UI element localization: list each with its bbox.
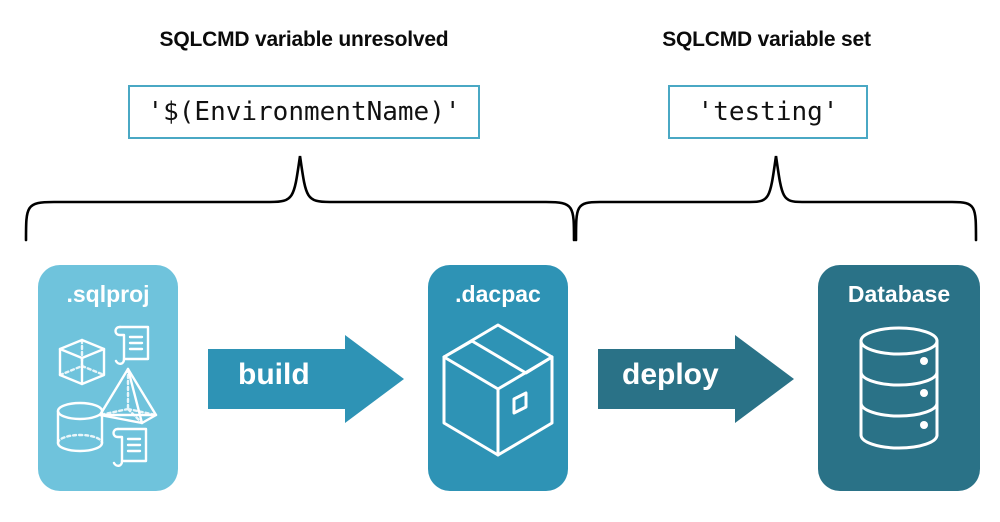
deploy-arrow-label: deploy — [622, 358, 719, 391]
deploy-arrow-icon — [598, 335, 794, 423]
pyramid-icon — [98, 367, 158, 425]
package-box-icon — [442, 323, 554, 457]
build-arrow-label: build — [238, 358, 310, 391]
sqlcmd-variable-set-value-box: 'testing' — [668, 85, 868, 139]
stage-dacpac: .dacpac — [428, 265, 568, 491]
stage-dacpac-label: .dacpac — [455, 281, 541, 307]
cylinder-icon — [56, 401, 104, 453]
stage-sqlproj: .sqlproj — [38, 265, 178, 491]
stage-database: Database — [818, 265, 980, 491]
project-objects-icon — [56, 325, 158, 467]
brace-right-icon — [574, 155, 978, 242]
shipping-box-icon — [442, 323, 554, 457]
sqlcmd-variable-unresolved-value-box: '$(EnvironmentName)' — [128, 85, 480, 139]
brace-left-icon — [24, 155, 576, 242]
sqlcmd-variable-unresolved-value: '$(EnvironmentName)' — [147, 97, 461, 127]
script-scroll-icon — [112, 427, 148, 467]
sqlcmd-variable-set-value: 'testing' — [697, 97, 839, 127]
stage-database-label: Database — [847, 281, 951, 307]
annotation-heading-right: SQLCMD variable set — [662, 28, 871, 51]
database-cylinder-icon — [859, 326, 939, 450]
build-arrow-icon — [208, 335, 404, 423]
stage-sqlproj-label: .sqlproj — [66, 281, 150, 307]
cube-icon — [58, 338, 106, 386]
script-scroll-icon — [114, 325, 150, 365]
annotation-heading-left: SQLCMD variable unresolved — [159, 28, 449, 51]
